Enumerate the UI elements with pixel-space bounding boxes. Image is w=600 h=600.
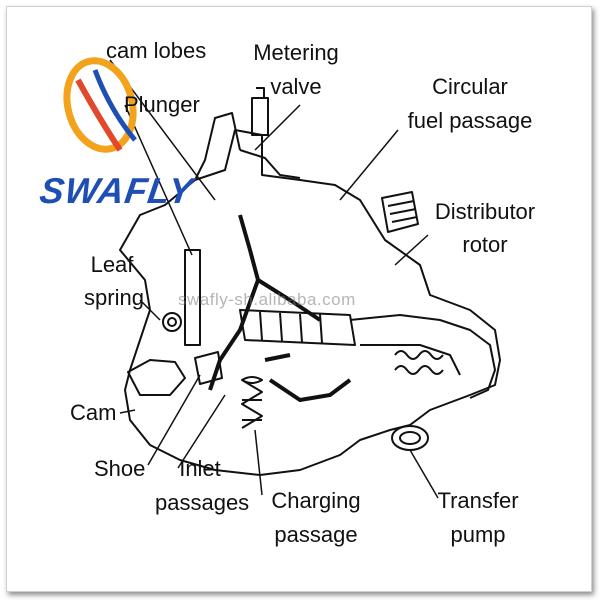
label-shoe: Shoe bbox=[94, 456, 146, 481]
label-circular-fuel-line1: Circular bbox=[432, 74, 508, 99]
label-distributor-rotor-line1: Distributor bbox=[434, 199, 536, 224]
label-plunger: Plunger bbox=[124, 92, 200, 117]
label-charging-passage-line2: passage bbox=[274, 522, 358, 547]
label-charging-passage-line1: Charging bbox=[271, 488, 361, 513]
label-transfer-pump-line1: Transfer bbox=[437, 488, 519, 513]
label-leaf-spring-line1: Leaf bbox=[90, 252, 134, 277]
label-cam: Cam bbox=[70, 400, 117, 425]
label-metering-valve-line1: Metering bbox=[253, 40, 339, 65]
logo-wordmark: SWAFLY bbox=[37, 170, 197, 211]
label-inlet-passages-line2: passages bbox=[155, 490, 250, 515]
label-distributor-rotor-line2: rotor bbox=[462, 232, 508, 257]
label-circular-fuel-line2: fuel passage bbox=[407, 108, 533, 133]
image-frame bbox=[6, 6, 592, 592]
label-leaf-spring-line2: spring bbox=[84, 285, 144, 310]
label-inlet-passages-line1: Inlet bbox=[179, 456, 221, 481]
label-metering-valve-line2: valve bbox=[270, 74, 322, 99]
label-transfer-pump-line2: pump bbox=[450, 522, 506, 547]
label-cam-lobes: cam lobes bbox=[106, 38, 207, 63]
watermark: swafly-sh.alibaba.com bbox=[178, 290, 356, 309]
